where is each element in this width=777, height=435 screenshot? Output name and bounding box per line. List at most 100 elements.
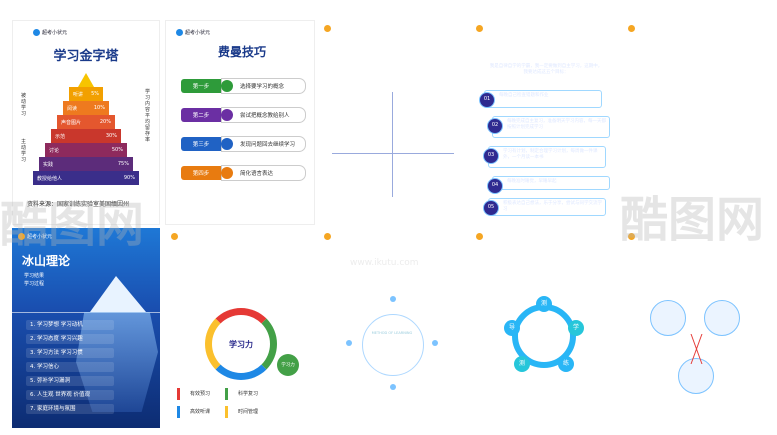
quadrant-label: 重要紧急 — [400, 96, 421, 102]
intro-text: 我是自律自学的学霸，我一定要做到自主学习，这期中，我要达成这五个目标： — [489, 64, 603, 75]
pyramid-left-label-passive: 被动学习 — [21, 93, 27, 117]
kicker: 特色教育 — [177, 257, 205, 265]
panel-time-management: 超考小状元 时间管理四象限法 分清事件的轻重缓急 时间投入 75-80% 时间投… — [318, 20, 466, 225]
node-circle: 学 — [568, 320, 584, 336]
watermark-url: www.ikutu.com — [350, 258, 419, 268]
quadrant-number: 3 — [376, 154, 392, 169]
logo-icon — [18, 233, 25, 240]
page-title: 八维学习法 — [328, 270, 383, 283]
brand-logo: 超考小状元 — [476, 25, 510, 32]
panel-feynman: 超考小状元 费曼技巧 第一步选择要学习的概念 第二步尝试把概念教给别人 第三步发… — [165, 20, 315, 225]
list-item: 1. 学习梦想 学习动机 — [26, 320, 114, 330]
subtitle: 学习过程 — [24, 281, 45, 287]
center-label: 八维学习法 — [374, 339, 410, 347]
logo-icon — [476, 25, 483, 32]
quadrant-label: 不重要不紧急 — [336, 206, 367, 212]
step-row: 第四步简化语言表达 — [181, 165, 306, 181]
axis-label: 不重要 — [380, 215, 396, 221]
page-title: 我的目标计划书 — [505, 46, 583, 59]
kicker: 特色教育 — [632, 257, 660, 265]
page-title: 冰山理论 — [22, 254, 71, 268]
habits-grid — [632, 58, 760, 130]
logo-text: 超考小状元 — [185, 30, 211, 36]
kicker: 中小学全科个性化智能辅导 — [507, 260, 580, 267]
panel-learning-power: 超考小状元 特色教育 赶考学习力 学习力 有效预习 科学复习 高效听课 时间管理… — [165, 228, 315, 428]
panel-eight-dimension: 超考小状元 特色教育 八维学习法 METHOD OF LEARNING 八维学习… — [318, 228, 466, 428]
kicker: 特色教育 — [328, 257, 356, 265]
page-title: 时间管理四象限法 — [348, 46, 436, 59]
logo-text: 超考小状元 — [637, 234, 663, 240]
pyramid-left-label-active: 主动学习 — [21, 139, 27, 163]
brand-logo: 超考小状元 — [18, 233, 52, 240]
quadrant-label: 重要不紧急 — [336, 96, 362, 102]
list-item: 2. 学习态度 学习兴趣 — [26, 334, 114, 344]
list-item: 4. 学习信心 — [26, 362, 114, 372]
methods-grid — [632, 150, 760, 218]
logo-icon — [176, 29, 183, 36]
iceberg-base — [76, 312, 158, 412]
logo-text: 超考小状元 — [485, 26, 511, 32]
step-row: 第三步发现问题回去继续学习 — [181, 136, 306, 152]
node-circle: 测 — [536, 296, 552, 312]
time-label: 时间投入 1-5% — [428, 218, 456, 223]
orbit-dot — [390, 296, 396, 302]
axis-label: 紧急 — [456, 146, 462, 159]
method-tag: 高效听课 — [177, 406, 220, 418]
inner-ring — [362, 314, 424, 376]
step-icon — [221, 80, 233, 92]
step-row: 第一步选择要学习的概念 — [181, 78, 306, 94]
page-title: 测学练测导 / 五维一体 — [498, 273, 590, 283]
pyramid-tip — [78, 73, 94, 87]
concept-circle — [704, 300, 740, 336]
logo-text: 超考小状元 — [333, 26, 359, 32]
panel-innovative-teaching: 超考小状元 特色教育 创新的教学理念 — [622, 228, 770, 428]
logo-text: 超考小状元 — [485, 234, 511, 240]
logo-icon — [628, 25, 635, 32]
orbit-dot — [346, 340, 352, 346]
panel-five-in-one: 超考小状元 中小学全科个性化智能辅导 测学练测导 / 五维一体 测 学 练 测 … — [470, 228, 618, 428]
time-label: 时间投入 <1% — [332, 218, 359, 223]
node-circle: 导 — [504, 320, 520, 336]
brand-logo: 超考小状元 — [476, 233, 510, 240]
brand-logo: 超考小状元 — [324, 233, 358, 240]
subtitle: 学习结果 — [24, 273, 45, 279]
concept-circle — [650, 300, 686, 336]
quadrant-numbers: 1 2 3 4 — [376, 137, 410, 169]
source-note: 资料来源：国家训练实验室美国缅因州 — [27, 201, 130, 208]
brand-logo: 超考小状元 — [176, 29, 210, 36]
page-title: 费曼技巧 — [218, 45, 267, 59]
time-label: 时间投入 20-25% — [423, 86, 456, 91]
step-icon — [221, 109, 233, 121]
axis-horizontal — [332, 153, 454, 154]
brand-logo: 超考小状元 — [628, 25, 662, 32]
brand-logo: 超考小状元 — [324, 25, 358, 32]
logo-text: 超考小状元 — [27, 234, 53, 240]
logo-text: 超考小状元 — [42, 30, 68, 36]
step-icon — [221, 167, 233, 179]
logo-text: 超考小状元 — [180, 234, 206, 240]
panel-iceberg: 超考小状元 冰山理论 学习结果 学习过程 1. 学习梦想 学习动机 2. 学习态… — [12, 228, 160, 428]
step-icon — [221, 138, 233, 150]
page-title: 学习金字塔 — [53, 49, 119, 64]
list-item: 5. 弥补学习漏洞 — [26, 376, 114, 386]
list-item: 7. 家庭环境与氛围 — [26, 404, 114, 414]
center-circle: 学习力 — [219, 322, 263, 366]
time-label: 时间投入 75-80% — [332, 86, 365, 91]
list-item: 3. 学习方法 学习习惯 — [26, 348, 114, 358]
logo-icon — [324, 233, 331, 240]
logo-icon — [324, 25, 331, 32]
quadrant-number: 1 — [376, 137, 392, 152]
brand-logo: 超考小状元 — [628, 233, 662, 240]
outer-ring — [205, 308, 277, 380]
page-subtitle: 分清事件的轻重缓急 — [360, 63, 424, 71]
section-title: 20 种优秀学习习惯 — [661, 45, 731, 54]
orbit-dot — [390, 384, 396, 390]
page-title: 赶考学习力 — [177, 270, 232, 283]
